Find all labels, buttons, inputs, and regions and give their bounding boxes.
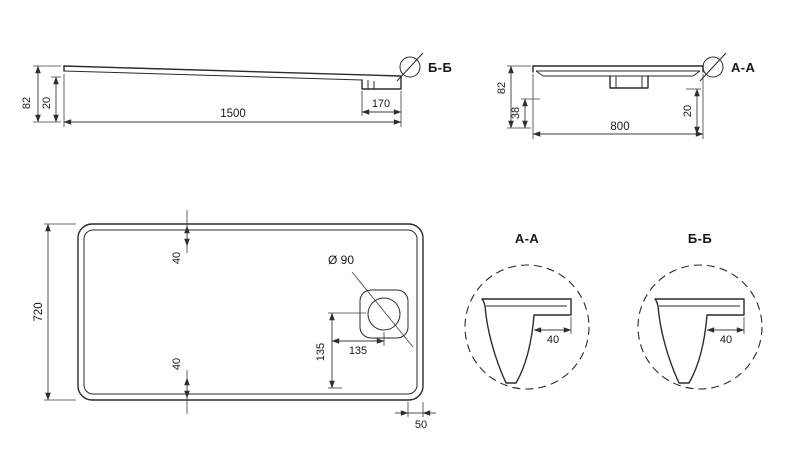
dim-drain-x-label: 135 bbox=[349, 345, 367, 357]
top-view: 40 40 720 Ø 90 135 1 bbox=[33, 210, 436, 431]
section-marker-bb: Б-Б bbox=[396, 52, 452, 82]
dim-width-label: 800 bbox=[610, 121, 629, 133]
dim-depth-label: 720 bbox=[33, 302, 45, 321]
drain-boss bbox=[609, 75, 649, 89]
section-label-aa: А-А bbox=[731, 60, 756, 75]
drain-recess bbox=[359, 289, 409, 339]
dim-top-margin-label: 40 bbox=[171, 252, 183, 264]
section-label-bb: Б-Б bbox=[428, 60, 452, 75]
dim-thickness-20: 20 bbox=[41, 76, 61, 123]
drain-leader-line bbox=[351, 271, 414, 348]
profile-top-inner bbox=[63, 70, 363, 81]
drain-boss bbox=[361, 75, 402, 90]
edge-profile bbox=[481, 298, 572, 384]
detail-label-bb: Б-Б bbox=[688, 231, 712, 246]
dim-length-1500: 1500 bbox=[63, 74, 402, 127]
section-circle-icon bbox=[399, 56, 421, 78]
tray-inner-edge bbox=[83, 229, 418, 395]
section-cut-line bbox=[396, 52, 424, 82]
dim-flange-40-a: 40 bbox=[533, 317, 572, 346]
dim-skirt-label: 38 bbox=[510, 107, 522, 119]
dim-edge-20: 20 bbox=[682, 88, 701, 135]
dim-drain-x-135: 135 bbox=[331, 332, 385, 357]
dim-flange-40-b: 40 bbox=[706, 317, 745, 346]
section-cut-line bbox=[699, 52, 727, 82]
dim-thickness-label: 20 bbox=[41, 97, 53, 109]
dim-drain-offset-170: 170 bbox=[361, 91, 402, 116]
dim-skirt-38: 38 bbox=[510, 98, 540, 129]
dim-height-label: 82 bbox=[21, 97, 33, 109]
tray-profile-length bbox=[63, 65, 402, 90]
profile-top-outer bbox=[63, 65, 401, 77]
dim-corner-50: 50 bbox=[395, 402, 436, 431]
detail-circle-icon bbox=[637, 264, 763, 390]
edge-profile bbox=[654, 298, 745, 384]
dim-edge-label: 20 bbox=[682, 105, 694, 117]
detail-label-aa: А-А bbox=[515, 231, 540, 246]
dim-drain-y-label: 135 bbox=[315, 343, 327, 361]
dim-height-label: 82 bbox=[496, 82, 508, 94]
section-marker-aa: А-А bbox=[699, 52, 756, 82]
dim-top-margin-40: 40 bbox=[171, 210, 190, 264]
dim-height-82-width: 82 bbox=[496, 65, 531, 129]
drain-diameter-label: Ø 90 bbox=[328, 253, 354, 267]
detail-view-aa: А-А 40 bbox=[464, 231, 590, 390]
dim-drain-offset-label: 170 bbox=[372, 98, 390, 110]
section-circle-icon bbox=[702, 56, 724, 78]
detail-circle-icon bbox=[464, 264, 590, 390]
dim-corner-label: 50 bbox=[415, 419, 427, 431]
dim-depth-720: 720 bbox=[33, 223, 76, 401]
dim-drain-y-135: 135 bbox=[315, 312, 366, 389]
tray-outer-edge bbox=[77, 223, 424, 401]
side-view-length: Б-Б 1500 170 82 20 bbox=[21, 52, 452, 127]
dim-bottom-margin-label: 40 bbox=[171, 358, 183, 370]
dim-flange-label: 40 bbox=[720, 334, 732, 346]
tray-profile-width bbox=[532, 65, 704, 89]
dim-width-800: 800 bbox=[532, 74, 704, 139]
dim-length-label: 1500 bbox=[220, 108, 246, 120]
dim-height-82-length: 82 bbox=[21, 65, 61, 123]
side-view-width: А-А 800 82 38 20 bbox=[496, 52, 756, 139]
detail-view-bb: Б-Б 40 bbox=[637, 231, 763, 390]
drain-hole bbox=[367, 297, 401, 331]
dim-bottom-margin-40: 40 bbox=[171, 358, 190, 414]
drain: Ø 90 bbox=[328, 253, 414, 348]
dim-flange-label: 40 bbox=[547, 334, 559, 346]
